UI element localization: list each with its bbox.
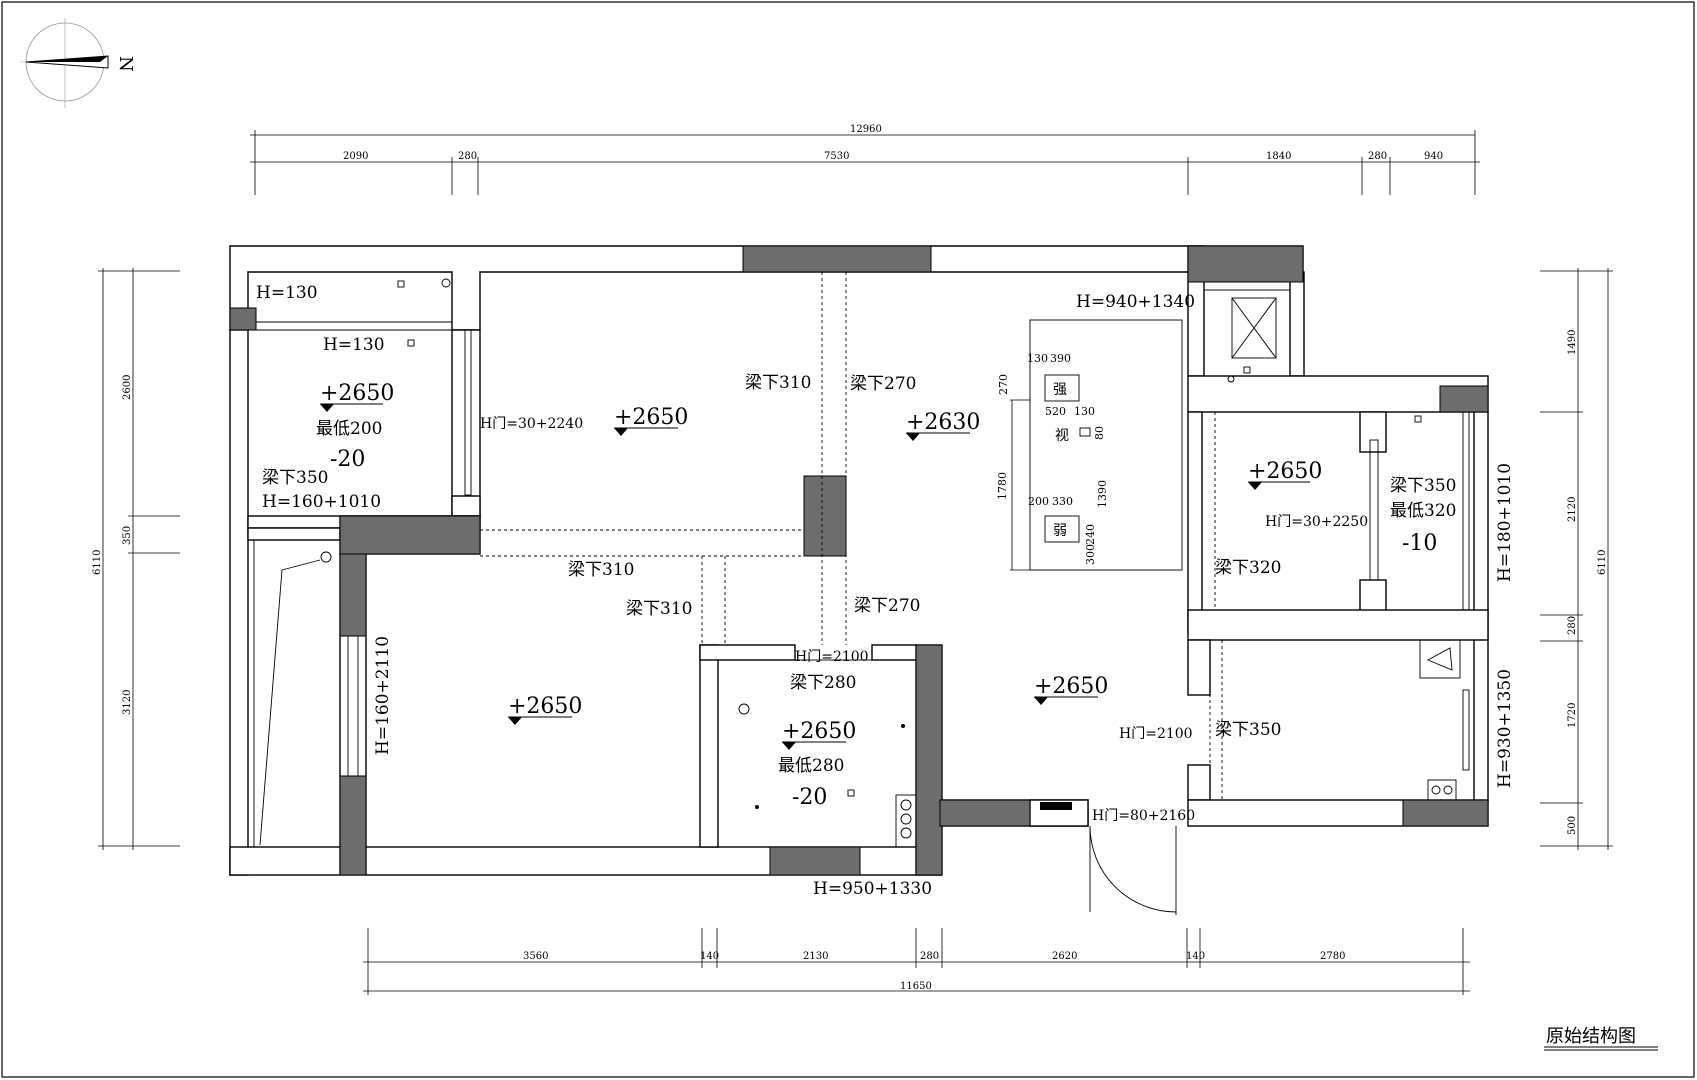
- svg-text:270: 270: [997, 374, 1010, 395]
- svg-text:200: 200: [1028, 495, 1049, 508]
- label-min200: 最低200: [316, 419, 382, 439]
- fixtures: [320, 278, 1461, 848]
- dim-top-2: 280: [458, 151, 477, 162]
- strong-label: 强: [1053, 382, 1067, 398]
- svg-text:80: 80: [1093, 426, 1106, 440]
- dim-bottom-5: 2620: [1052, 951, 1077, 962]
- label-h160-1010: H=160+1010: [262, 492, 381, 512]
- dim-bottom-total: 11650: [900, 981, 932, 992]
- north-label: N: [115, 56, 136, 72]
- weak-label: 弱: [1053, 523, 1067, 539]
- dim-bottom-3: 2130: [803, 951, 828, 962]
- svg-text:330: 330: [1052, 495, 1073, 508]
- label-h930-1350: H=930+1350: [1495, 669, 1515, 788]
- drawing-title: 原始结构图: [1544, 1026, 1658, 1051]
- svg-text:1780: 1780: [996, 472, 1009, 500]
- north-compass-icon: N: [20, 18, 136, 108]
- elev-bedroom-mid-right: +2650: [1248, 459, 1322, 484]
- label-minus10: -10: [1402, 531, 1437, 556]
- dim-bottom-6: 140: [1186, 951, 1205, 962]
- label-beam310-a: 梁下310: [745, 373, 811, 393]
- dim-left-1: 2600: [122, 375, 133, 400]
- label-beam350-b: 梁下350: [1390, 476, 1456, 496]
- label-h160-2110: H=160+2110: [373, 636, 393, 755]
- elev-living-right: +2630: [906, 410, 980, 435]
- dim-left-2: 350: [122, 526, 133, 545]
- label-h940-1340: H=940+1340: [1076, 292, 1195, 312]
- bottom-dimensions: 3560 140 2130 280 2620 140 2780 11650: [363, 928, 1470, 995]
- label-h180-1010: H=180+1010: [1495, 463, 1515, 582]
- elev-bathroom: +2650: [782, 719, 856, 744]
- columns: [229, 245, 1489, 876]
- svg-text:300: 300: [1084, 544, 1097, 565]
- svg-text:130: 130: [1074, 405, 1095, 418]
- label-door-30-2240: H门=30+2240: [480, 416, 583, 432]
- label-min320: 最低320: [1390, 501, 1456, 521]
- dim-top-3: 7530: [824, 151, 849, 162]
- walls: [229, 245, 1489, 915]
- svg-text:240: 240: [1084, 524, 1097, 545]
- label-minus20-a: -20: [330, 447, 365, 472]
- dim-right-3: 280: [1567, 616, 1578, 635]
- label-beam310-b: 梁下310: [568, 560, 634, 580]
- elev-living-main: +2650: [614, 405, 688, 430]
- dim-right-1: 1490: [1567, 330, 1578, 355]
- label-beam350-a: 梁下350: [262, 468, 328, 488]
- dim-bottom-7: 2780: [1320, 951, 1345, 962]
- elevation-markers: +2650 +2650 +2630 +2650 +2650 +2650 +265…: [320, 381, 1322, 750]
- label-door-2100-a: H门=2100: [795, 649, 869, 665]
- label-h130-b: H=130: [323, 335, 385, 355]
- dim-right-5: 500: [1567, 816, 1578, 835]
- label-min280: 最低280: [778, 756, 844, 776]
- dim-right-4: 1720: [1567, 703, 1578, 728]
- dim-top-4: 1840: [1266, 151, 1291, 162]
- dim-bottom-1: 3560: [523, 951, 548, 962]
- elev-bedroom-tl: +2650: [320, 381, 394, 406]
- elev-hall: +2650: [1034, 674, 1108, 699]
- label-beam320-a: 梁下320: [1215, 558, 1281, 578]
- dim-top-total: 12960: [850, 124, 882, 135]
- electrical-panel: 强 视 弱 130 390 270 520 130 80 1780 1390 2…: [996, 352, 1109, 571]
- label-beam280: 梁下280: [790, 673, 856, 693]
- label-door-80-2160: H门=80+2160: [1092, 808, 1195, 824]
- svg-text:520: 520: [1045, 405, 1066, 418]
- left-dimensions: 6110 2600 350 3120: [92, 268, 180, 850]
- svg-text:390: 390: [1050, 352, 1071, 365]
- dim-top-5: 280: [1368, 151, 1387, 162]
- svg-text:130: 130: [1027, 352, 1048, 365]
- label-beam270-b: 梁下270: [854, 596, 920, 616]
- beam-lines: [253, 272, 1223, 847]
- dim-bottom-2: 140: [700, 951, 719, 962]
- label-h130-a: H=130: [256, 283, 318, 303]
- label-door-2100-b: H门=2100: [1119, 726, 1193, 742]
- tv-label: 视: [1055, 428, 1069, 444]
- label-beam350-c: 梁下350: [1215, 720, 1281, 740]
- dim-right-2: 2120: [1567, 497, 1578, 522]
- dim-top-6: 940: [1424, 151, 1443, 162]
- right-dimensions: 1490 2120 280 1720 500 6110: [1540, 268, 1613, 850]
- dim-right-total: 6110: [1597, 550, 1608, 575]
- label-door-30-2250: H门=30+2250: [1265, 514, 1368, 530]
- top-dimensions: 12960 2090 280 7530 1840 280 940: [250, 124, 1480, 195]
- label-minus20-b: -20: [792, 785, 827, 810]
- svg-text:1390: 1390: [1096, 480, 1109, 508]
- dim-left-total: 6110: [92, 550, 103, 575]
- label-beam310-c: 梁下310: [626, 599, 692, 619]
- elev-bedroom-bottom-left: +2650: [508, 694, 582, 719]
- plan-labels: H=130 H=130 最低200 -20 梁下350 H=160+1010 H…: [256, 283, 1515, 899]
- title-label: 原始结构图: [1546, 1026, 1636, 1047]
- dim-top-1: 2090: [343, 151, 368, 162]
- label-beam270-a: 梁下270: [850, 374, 916, 394]
- label-h950-1330: H=950+1330: [813, 879, 932, 899]
- dim-left-3: 3120: [122, 690, 133, 715]
- dim-bottom-4: 280: [920, 951, 939, 962]
